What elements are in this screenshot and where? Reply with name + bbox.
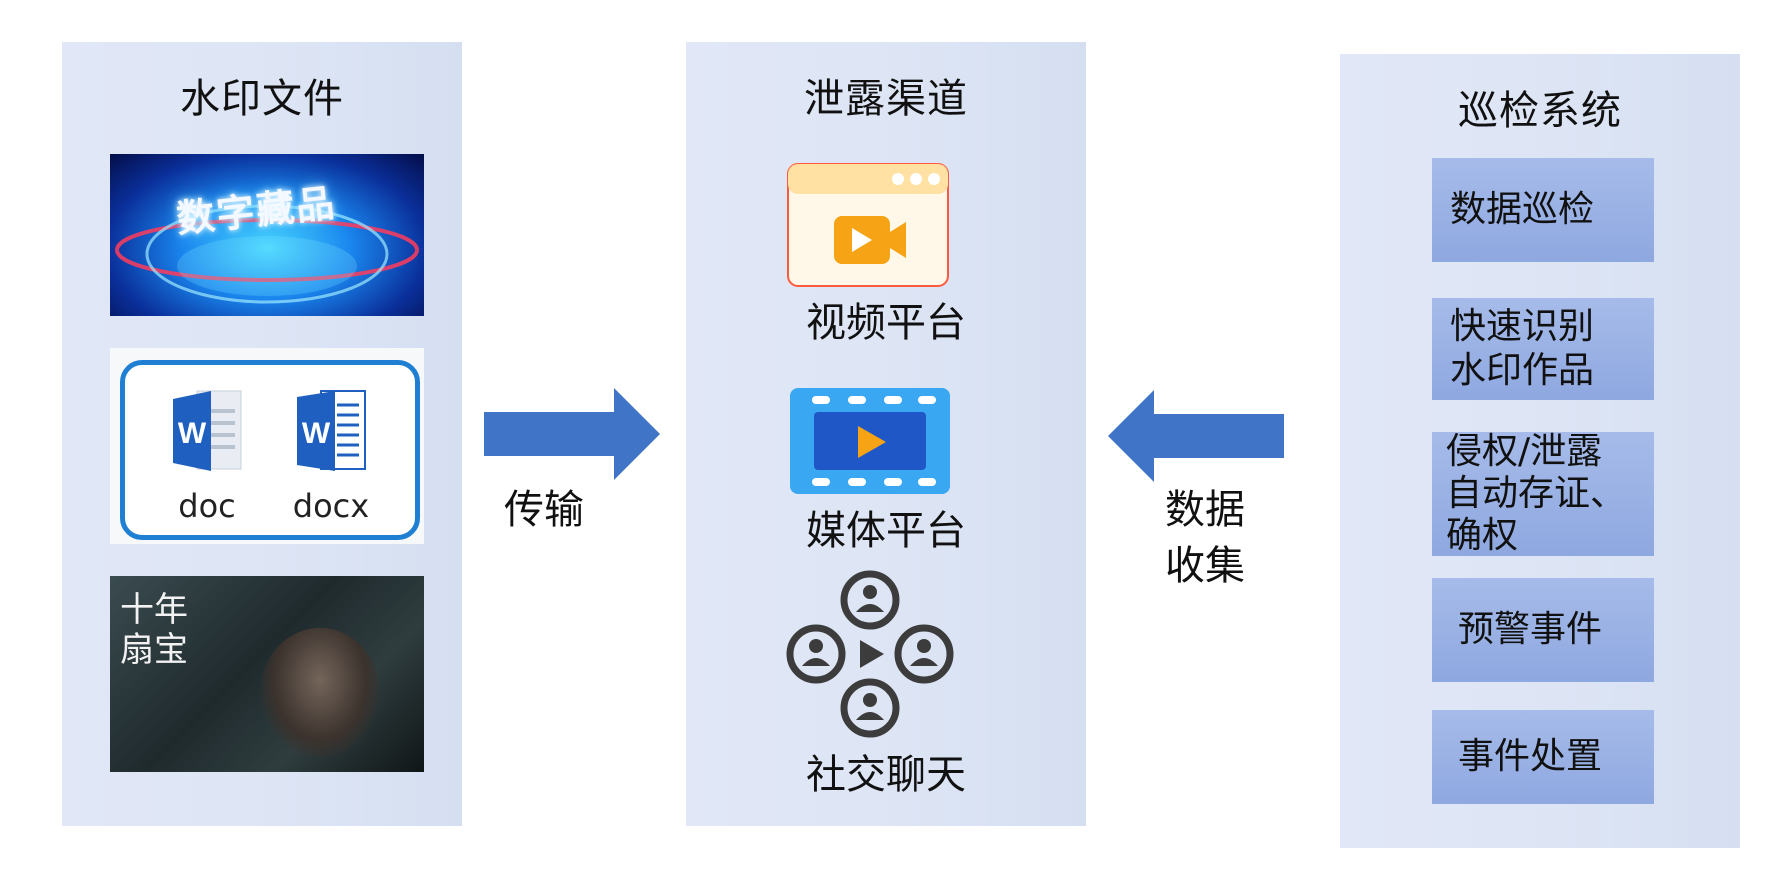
step-text: 数据巡检 (1450, 189, 1595, 230)
word-docx-icon: W (297, 390, 366, 471)
step-alert-event: 预警事件 (1432, 578, 1654, 682)
channel-label-video: 视频平台 (806, 300, 966, 346)
poster-figure (260, 628, 380, 758)
docx-label: docx (292, 487, 370, 525)
step-data-inspection: 数据巡检 (1432, 158, 1654, 262)
people-network-icon (786, 570, 954, 738)
channel-label-social: 社交聊天 (806, 752, 966, 798)
word-documents-image: W doc W docx (110, 348, 424, 544)
digital-collectible-image: 数字藏品 (110, 154, 424, 316)
poster-title-text: 十年 扇宝 (120, 590, 188, 670)
step-text: 快速识别 水印作品 (1450, 306, 1595, 391)
arrow-left-icon (1108, 390, 1284, 482)
drama-poster-image: 十年 扇宝 (110, 576, 424, 772)
data-collection-label: 数据 收集 (1165, 487, 1245, 589)
step-evidence-rights: 侵权/泄露 自动存证、 确权 (1432, 431, 1654, 556)
word-doc-icon: W (173, 390, 242, 471)
step-text: 预警事件 (1458, 609, 1603, 650)
film-strip-icon (790, 388, 950, 494)
step-event-handling: 事件处置 (1432, 710, 1654, 804)
ring-glow-graphic (115, 204, 419, 304)
channel-label-media: 媒体平台 (806, 508, 966, 554)
step-text: 侵权/泄露 自动存证、 确权 (1446, 431, 1627, 556)
word-icon-letter: W (302, 417, 331, 450)
step-identify-watermark: 快速识别 水印作品 (1432, 298, 1654, 400)
doc-label: doc (178, 487, 236, 525)
panel-title-leak-channels: 泄露渠道 (804, 76, 968, 122)
watermark-files-panel: 水印文件 数字藏品 W doc (62, 42, 462, 826)
word-icon-letter: W (178, 417, 207, 450)
document-frame: W doc W docx (120, 360, 420, 540)
transfer-label: 传输 (504, 487, 584, 533)
panel-title-watermark-files: 水印文件 (180, 76, 344, 122)
panel-title-inspection-system: 巡检系统 (1458, 88, 1622, 134)
doc-file: W doc (159, 385, 255, 525)
arrow-right-icon (484, 388, 660, 480)
step-text: 事件处置 (1458, 736, 1603, 777)
video-browser-icon (787, 163, 949, 287)
leak-channels-panel: 泄露渠道 视频平台 媒体平台 (686, 42, 1086, 826)
inspection-system-panel: 巡检系统 数据巡检 快速识别 水印作品 侵权/泄露 自动存证、 确权 预警事件 … (1340, 54, 1740, 848)
docx-file: W docx (283, 385, 379, 525)
